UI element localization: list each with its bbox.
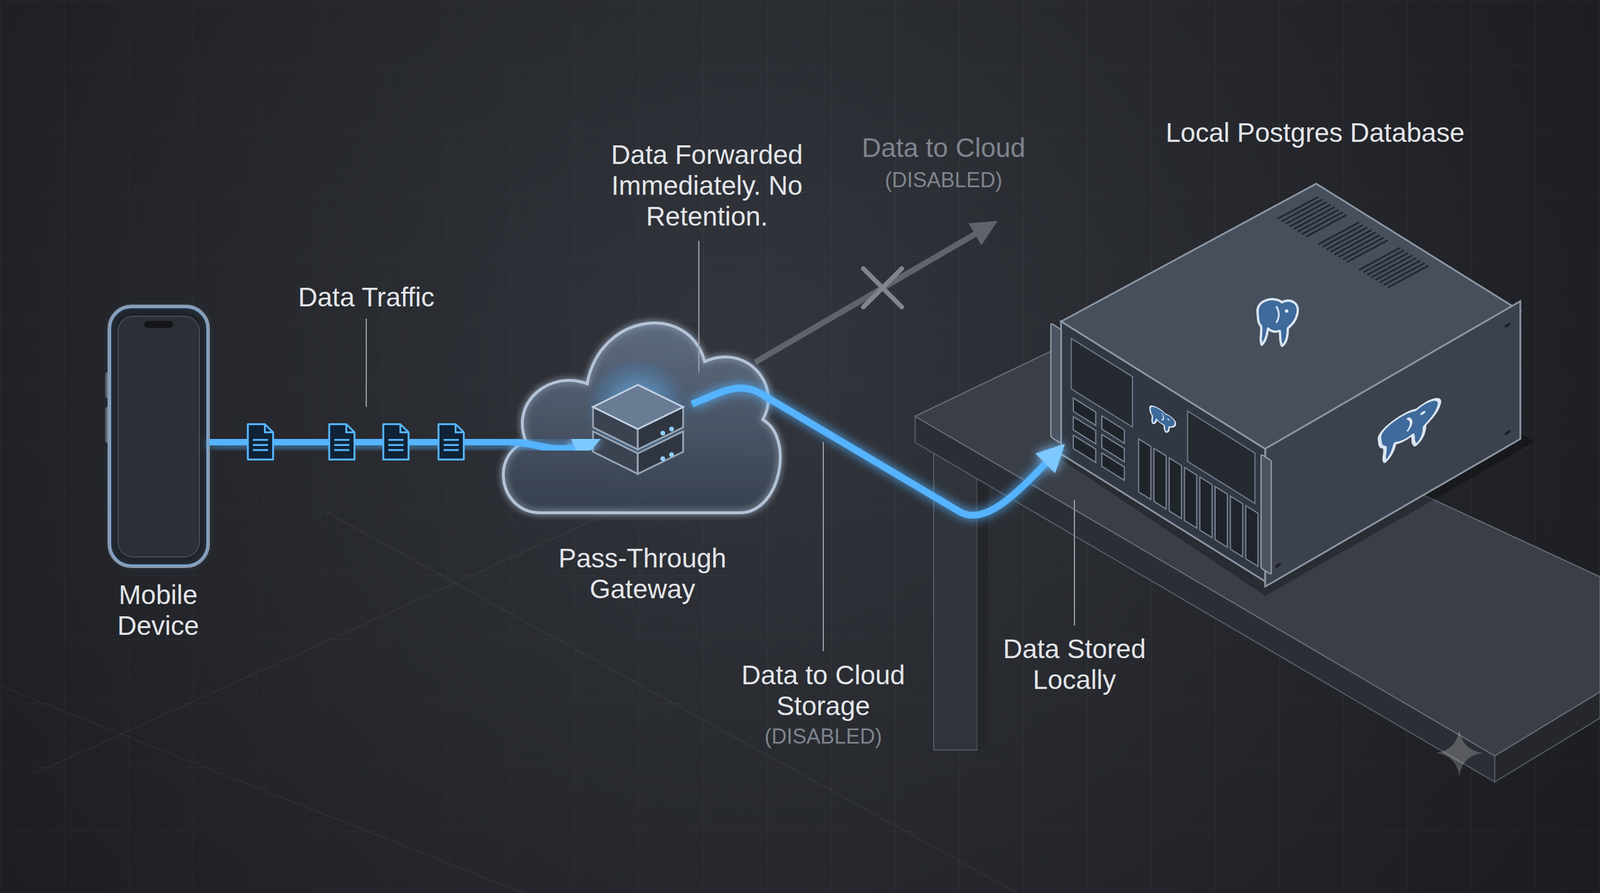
data-flow-connector bbox=[691, 388, 1062, 516]
data-packets bbox=[247, 424, 464, 460]
document-icon bbox=[247, 424, 273, 460]
disabled-tag-holder: (DISABLED) bbox=[884, 168, 1003, 192]
disabled-arrow-line bbox=[755, 233, 977, 363]
server-illustration bbox=[1050, 183, 1521, 587]
phone-notch bbox=[144, 320, 174, 328]
port-grid bbox=[1073, 398, 1125, 481]
callout-note-holder: Data Stored Locally bbox=[987, 633, 1162, 696]
disabled-tag: (DISABLED) bbox=[884, 168, 1003, 192]
callout-note: Data to Cloud Storage bbox=[730, 659, 917, 722]
phone-body bbox=[109, 306, 209, 567]
server-front bbox=[1050, 315, 1271, 586]
callout-note-holder: Data Forwarded Immediately. No Retention… bbox=[606, 139, 808, 232]
cloud-shape bbox=[503, 323, 781, 513]
node-label: Pass-Through Gateway bbox=[543, 543, 742, 605]
node-label-holder: Mobile Device bbox=[91, 579, 225, 642]
phone-glow bbox=[110, 307, 207, 566]
phone-illustration bbox=[105, 306, 209, 567]
disabled-tag: (DISABLED) bbox=[764, 724, 882, 749]
cloud-illustration bbox=[503, 323, 781, 513]
screw bbox=[1275, 562, 1282, 570]
disabled-x bbox=[863, 268, 902, 307]
database-node: Local Postgres Database bbox=[1061, 183, 1521, 587]
screw bbox=[1504, 321, 1512, 329]
node-label-holder: Pass-Through Gateway bbox=[543, 543, 742, 605]
edge-label-holder: Data Traffic bbox=[298, 281, 435, 313]
edge-label: Data Traffic bbox=[298, 281, 435, 313]
node-label: Mobile Device bbox=[91, 579, 225, 642]
gateway-led bbox=[669, 426, 674, 432]
server-side bbox=[1265, 301, 1521, 587]
server-vents bbox=[1277, 197, 1429, 288]
screw bbox=[1504, 429, 1512, 437]
phone-screen bbox=[118, 316, 200, 557]
disabled-arrow-head bbox=[968, 220, 998, 246]
rack-ear bbox=[1261, 454, 1272, 575]
table-leg-side bbox=[977, 441, 989, 750]
disabled-label: Data to Cloud bbox=[861, 132, 1025, 164]
leader-line bbox=[1073, 500, 1075, 626]
disabled-tag-holder: (DISABLED) bbox=[764, 724, 882, 749]
callout-note: Data Stored Locally bbox=[987, 633, 1162, 696]
node-label-holder: Local Postgres Database bbox=[1165, 117, 1465, 149]
postgres-logo bbox=[1379, 393, 1440, 467]
table-leg bbox=[933, 430, 978, 750]
gateway-led bbox=[660, 430, 666, 436]
gateway-top bbox=[593, 384, 684, 430]
document-icon bbox=[438, 424, 464, 460]
vent-panel bbox=[1071, 338, 1133, 427]
device-node: Mobile Device bbox=[106, 306, 210, 567]
server-front-face bbox=[1061, 321, 1266, 582]
drive-bays bbox=[1138, 438, 1258, 567]
sparkle-watermark bbox=[1436, 729, 1483, 777]
disabled-label-holder: Data to Cloud bbox=[861, 132, 1025, 164]
guide-line bbox=[0, 686, 524, 893]
postgres-logo bbox=[1150, 402, 1176, 438]
vent-panel bbox=[1187, 411, 1256, 504]
document-icon bbox=[383, 424, 409, 460]
disabled-cloud-arrow bbox=[755, 220, 998, 363]
gateway-led bbox=[660, 456, 666, 462]
leader-line bbox=[365, 318, 367, 407]
leader-line bbox=[698, 240, 700, 373]
callout-note: Data Forwarded Immediately. No Retention… bbox=[606, 139, 808, 232]
server-side-face bbox=[1265, 301, 1521, 587]
disabled-x bbox=[863, 268, 902, 307]
gateway-node: Pass-Through Gateway bbox=[595, 377, 692, 483]
callout-note-holder: Data to Cloud Storage bbox=[730, 659, 917, 722]
node-label: Local Postgres Database bbox=[1165, 117, 1465, 149]
leader-line bbox=[822, 441, 824, 652]
postgres-logo bbox=[1257, 299, 1298, 346]
guide-line bbox=[325, 511, 1018, 893]
gateway-led bbox=[669, 452, 674, 457]
leader-lines bbox=[366, 240, 1075, 652]
connectors bbox=[209, 388, 1062, 516]
document-icon bbox=[329, 424, 355, 460]
rack-ear bbox=[1050, 323, 1062, 444]
